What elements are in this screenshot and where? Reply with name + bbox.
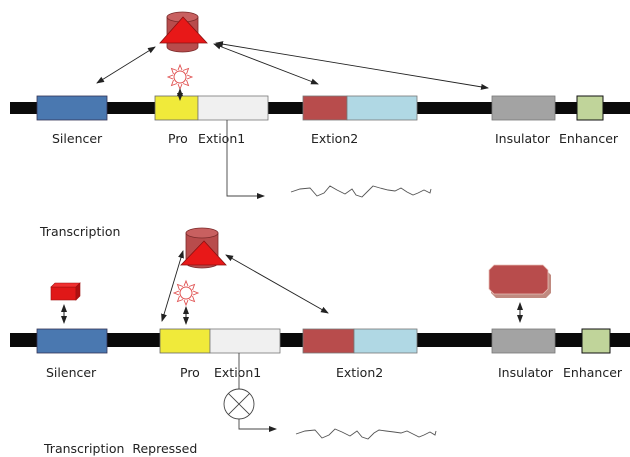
exon2-box-a xyxy=(302,328,355,354)
label-silencer: Silencer xyxy=(52,131,103,146)
transcription-start-arrow xyxy=(226,120,265,199)
activator-sun-icon xyxy=(172,279,200,307)
label-enhancer: Enhancer xyxy=(559,131,619,146)
enhancer-box xyxy=(576,95,604,121)
activator-sun-icon xyxy=(166,63,194,91)
transcription-complex-icon xyxy=(180,227,227,269)
mrna-transcript xyxy=(290,185,432,198)
label-exon1: Extion1 xyxy=(198,131,245,146)
arrow-complex-silencer xyxy=(96,46,156,84)
arrow-complex-exon2 xyxy=(213,43,319,85)
label-promoter: Pro xyxy=(180,365,200,380)
panel-caption-active: Transcription xyxy=(39,224,120,239)
label-insulator: Insulator xyxy=(498,365,554,380)
exon2-box-b xyxy=(346,95,418,121)
panel-caption-repressed: Transcription Repressed xyxy=(43,441,197,456)
mrna-transcript xyxy=(295,428,437,440)
arrow-complex-exon2 xyxy=(225,254,329,314)
transcription-start-arrow xyxy=(238,419,277,432)
enhancer-box xyxy=(581,328,611,354)
label-silencer: Silencer xyxy=(46,365,97,380)
label-exon1: Extion1 xyxy=(214,365,261,380)
panel-repressed: Silencer Pro Extion1 Extion2 Insulator E… xyxy=(10,227,630,456)
label-insulator: Insulator xyxy=(495,131,551,146)
arrow-complex-promoter xyxy=(161,250,184,322)
arrow-complex-insulator xyxy=(215,41,489,90)
silencer-box xyxy=(36,328,108,354)
exon1-box xyxy=(209,328,281,354)
exon2-box-b xyxy=(353,328,418,354)
blocked-transcription-icon xyxy=(223,388,255,420)
label-enhancer: Enhancer xyxy=(563,365,623,380)
promoter-box xyxy=(154,95,199,121)
silencer-box xyxy=(36,95,108,121)
insulator-box xyxy=(491,95,556,121)
promoter-box xyxy=(159,328,211,354)
exon2-box-a xyxy=(302,95,348,121)
panel-active: Silencer Pro Extion1 Extion2 Insulator E… xyxy=(10,11,630,239)
insulator-protein-icon xyxy=(488,264,551,298)
label-promoter: Pro xyxy=(168,131,188,146)
exon1-box xyxy=(197,95,269,121)
transcription-complex-icon xyxy=(159,11,208,53)
insulator-box xyxy=(491,328,556,354)
label-exon2: Extion2 xyxy=(311,131,358,146)
repressor-protein-icon xyxy=(50,282,81,301)
label-exon2: Extion2 xyxy=(336,365,383,380)
